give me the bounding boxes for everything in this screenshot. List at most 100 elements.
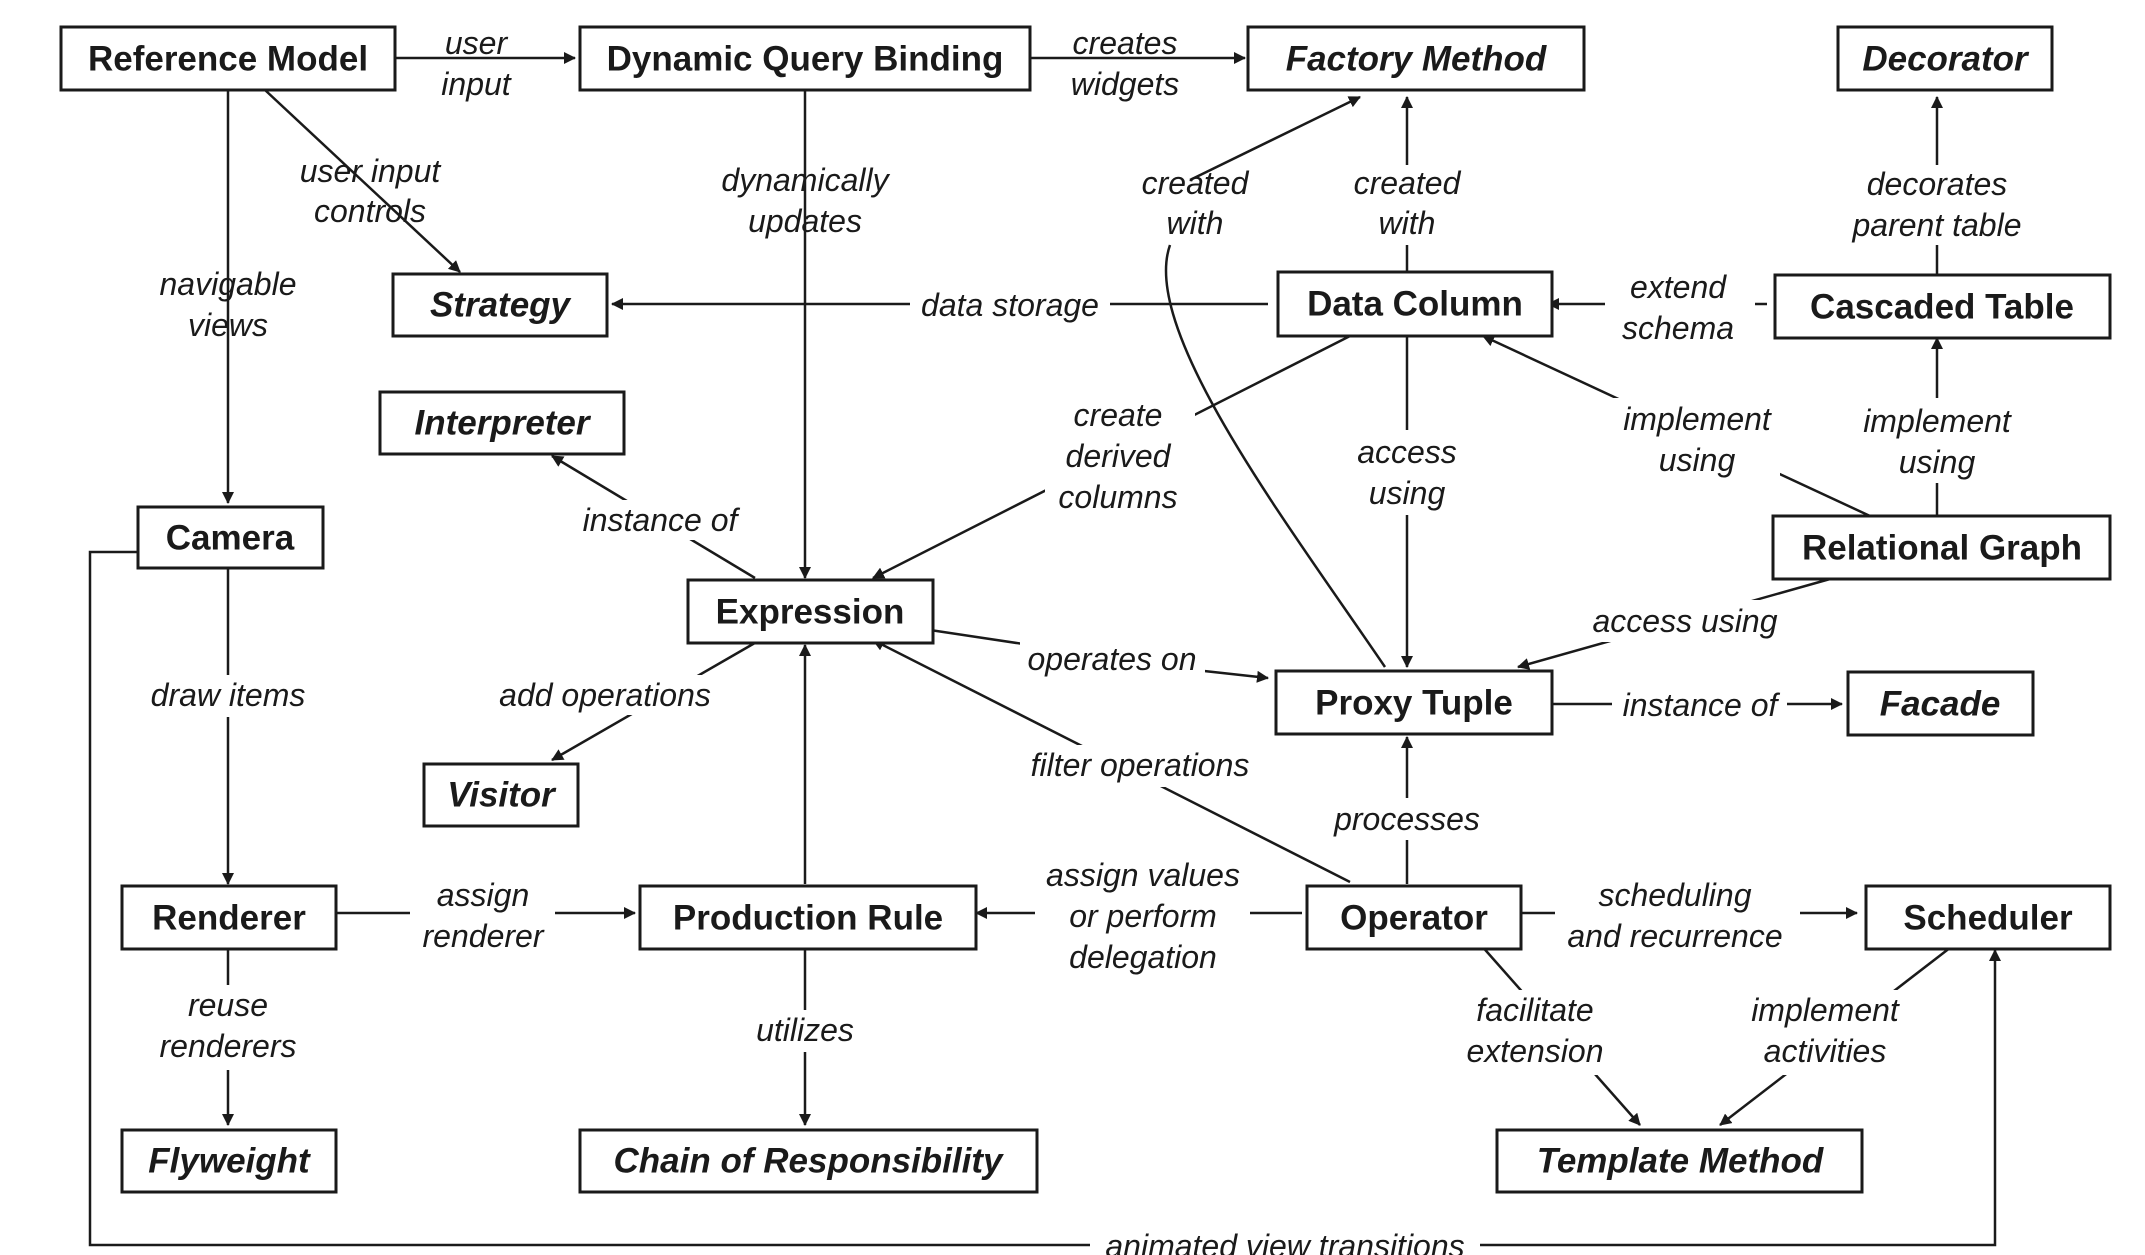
edge-renderer-to-flyweight: reuse renderers bbox=[150, 944, 310, 1126]
edge-label: add operations bbox=[499, 677, 711, 713]
edge-datacolumn-to-strategy: data storage bbox=[611, 284, 1268, 324]
edge-label: navigable bbox=[160, 266, 297, 302]
edge-label: assign values bbox=[1046, 857, 1240, 893]
node-dynamic-query-binding: Dynamic Query Binding bbox=[578, 25, 1032, 92]
edge-operator-to-expression: filter operations bbox=[872, 638, 1351, 884]
edge-expression-to-visitor: add operations bbox=[490, 638, 761, 762]
edge-label: create bbox=[1074, 397, 1163, 433]
node-camera: Camera bbox=[136, 505, 325, 570]
edge-label: input bbox=[441, 66, 512, 102]
edge-refmodel-to-camera: navigable views bbox=[160, 90, 297, 504]
node-production-rule: Production Rule bbox=[638, 884, 978, 951]
edge-label: controls bbox=[314, 193, 426, 229]
edge-datacolumn-to-proxytuple: access using bbox=[1345, 336, 1470, 668]
svg-text:Flyweight: Flyweight bbox=[148, 1142, 311, 1181]
edge-relgraph-to-proxytuple: access using bbox=[1517, 577, 1831, 670]
svg-text:Visitor: Visitor bbox=[447, 776, 557, 815]
edge-label: extend bbox=[1630, 269, 1727, 305]
svg-text:Scheduler: Scheduler bbox=[1903, 899, 2073, 938]
edge-label: utilizes bbox=[756, 1012, 854, 1048]
edge-label: with bbox=[1379, 205, 1436, 241]
edge-label: implement bbox=[1623, 401, 1772, 437]
edge-proxytuple-to-factory: created with bbox=[1142, 95, 1387, 668]
edge-label: draw items bbox=[151, 677, 306, 713]
node-data-column: Data Column bbox=[1276, 270, 1554, 338]
svg-text:Data Column: Data Column bbox=[1307, 285, 1523, 324]
edge-label: facilitate bbox=[1476, 992, 1593, 1028]
edge-label: animated view transitions bbox=[1105, 1228, 1464, 1255]
edge-cascaded-to-datacolumn: extend schema bbox=[1547, 268, 1767, 348]
edge-production-to-chain: utilizes bbox=[745, 944, 865, 1126]
edge-label: instance of bbox=[1623, 687, 1781, 723]
edge-label: scheduling bbox=[1599, 877, 1752, 913]
node-interpreter: Interpreter bbox=[378, 390, 626, 456]
svg-text:Renderer: Renderer bbox=[152, 899, 306, 938]
svg-text:Decorator: Decorator bbox=[1862, 40, 2030, 79]
edge-refmodel-to-strategy: user input controls bbox=[264, 89, 461, 273]
edge-proxytuple-to-facade: instance of bbox=[1548, 683, 1843, 725]
svg-text:Camera: Camera bbox=[166, 519, 295, 558]
edge-dqb-to-factory: creates widgets bbox=[1030, 25, 1246, 102]
edge-label: implement bbox=[1751, 992, 1900, 1028]
node-relational-graph: Relational Graph bbox=[1771, 514, 2112, 581]
edge-camera-to-renderer: draw items bbox=[140, 568, 315, 885]
edge-camera-to-scheduler: animated view transitions bbox=[88, 550, 2001, 1255]
node-scheduler: Scheduler bbox=[1864, 884, 2112, 951]
edge-label: extension bbox=[1467, 1033, 1604, 1069]
edge-label: dynamically bbox=[721, 162, 890, 198]
node-visitor: Visitor bbox=[422, 762, 580, 828]
edge-label: columns bbox=[1058, 479, 1177, 515]
edge-label: using bbox=[1659, 442, 1736, 478]
node-template-method: Template Method bbox=[1495, 1128, 1864, 1194]
svg-text:Template Method: Template Method bbox=[1537, 1142, 1824, 1181]
edge-label: parent table bbox=[1851, 207, 2021, 243]
edge-label: created bbox=[1142, 165, 1250, 201]
edge-label: using bbox=[1899, 444, 1976, 480]
edge-label: filter operations bbox=[1031, 747, 1250, 783]
edge-label: decorates bbox=[1867, 166, 2008, 202]
svg-text:Proxy Tuple: Proxy Tuple bbox=[1315, 684, 1513, 723]
node-chain-of-responsibility: Chain of Responsibility bbox=[578, 1128, 1039, 1194]
edge-label: implement bbox=[1863, 403, 2012, 439]
edge-datacolumn-to-expression: create derived columns bbox=[872, 334, 1351, 580]
edge-label: created bbox=[1354, 165, 1462, 201]
edge-label: assign bbox=[437, 877, 530, 913]
edge-dqb-to-expression: dynamically updates bbox=[721, 90, 891, 579]
edge-label: reuse bbox=[188, 987, 268, 1023]
edge-label: user bbox=[445, 25, 509, 61]
edge-label: user input bbox=[300, 153, 442, 189]
edge-expression-to-proxytuple: operates on bbox=[929, 628, 1269, 683]
edge-cascaded-to-decorator: decorates parent table bbox=[1840, 96, 2035, 275]
edge-expression-to-interpreter: instance of bbox=[551, 454, 756, 580]
svg-text:Chain of Responsibility: Chain of Responsibility bbox=[614, 1142, 1004, 1181]
edge-operator-to-scheduler: scheduling and recurrence bbox=[1518, 875, 1858, 960]
edge-label: access using bbox=[1593, 603, 1778, 639]
node-reference-model: Reference Model bbox=[59, 25, 397, 92]
node-renderer: Renderer bbox=[120, 884, 338, 951]
edge-label: views bbox=[188, 307, 268, 343]
svg-text:Facade: Facade bbox=[1880, 685, 2001, 724]
edge-operator-to-proxytuple: processes bbox=[1322, 736, 1492, 884]
edge-label: renderers bbox=[160, 1028, 297, 1064]
node-decorator: Decorator bbox=[1836, 25, 2054, 92]
edge-label: with bbox=[1167, 205, 1224, 241]
svg-text:Dynamic Query Binding: Dynamic Query Binding bbox=[607, 40, 1004, 79]
node-flyweight: Flyweight bbox=[120, 1128, 338, 1194]
edge-label: derived bbox=[1066, 438, 1172, 474]
node-operator: Operator bbox=[1305, 884, 1523, 951]
node-expression: Expression bbox=[686, 578, 935, 645]
edge-label: delegation bbox=[1069, 939, 1217, 975]
svg-text:Reference Model: Reference Model bbox=[88, 40, 368, 79]
edge-label: or perform bbox=[1069, 898, 1217, 934]
node-factory-method: Factory Method bbox=[1246, 25, 1586, 92]
svg-text:Interpreter: Interpreter bbox=[414, 404, 591, 443]
svg-text:Factory Method: Factory Method bbox=[1286, 40, 1547, 79]
edge-label: activities bbox=[1764, 1033, 1887, 1069]
edge-label: renderer bbox=[423, 918, 545, 954]
node-cascaded-table: Cascaded Table bbox=[1773, 273, 2112, 340]
edge-refmodel-to-dqb: user input bbox=[395, 25, 576, 102]
svg-text:Strategy: Strategy bbox=[430, 286, 572, 325]
edge-relgraph-to-datacolumn: implement using bbox=[1482, 334, 1871, 518]
svg-text:Expression: Expression bbox=[716, 593, 905, 632]
